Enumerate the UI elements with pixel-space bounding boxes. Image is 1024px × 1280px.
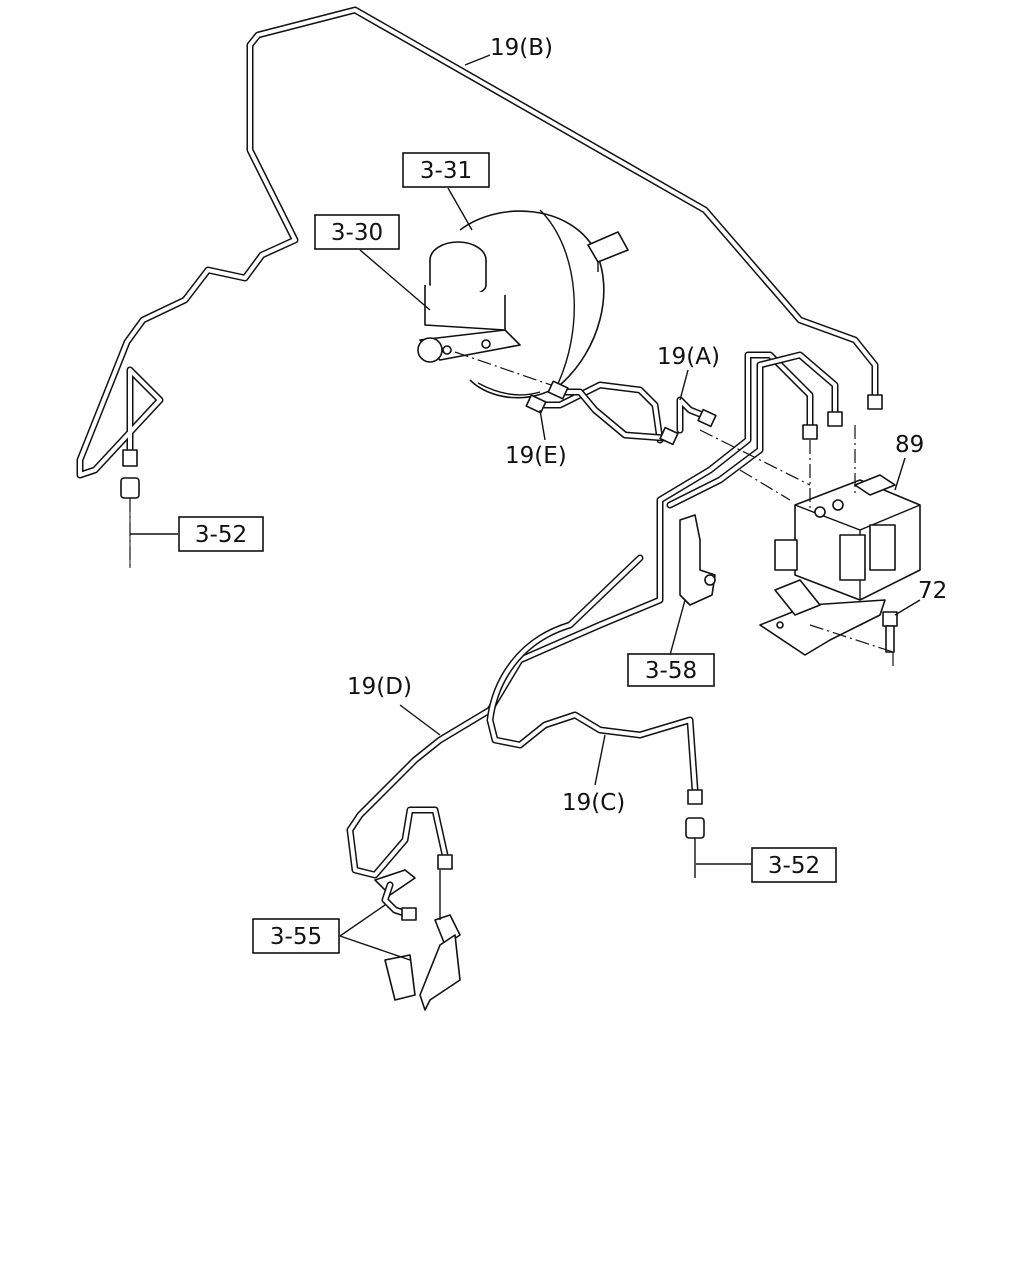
pipe-19c	[486, 554, 705, 878]
svg-text:3-30: 3-30	[331, 220, 383, 246]
abs-hydraulic-unit	[774, 474, 921, 601]
left-hose-fitting	[120, 449, 140, 568]
label-19b: 19(B)	[490, 35, 553, 61]
callout-3-30: 3-30	[314, 214, 400, 250]
svg-text:3-52: 3-52	[768, 853, 820, 879]
pipe-19b	[76, 6, 879, 479]
label-19a: 19(A)	[657, 344, 720, 370]
callout-3-31: 3-31	[402, 152, 490, 188]
svg-text:3-58: 3-58	[645, 658, 697, 684]
pipe-19a	[676, 396, 717, 434]
centerlines	[699, 425, 894, 653]
master-cylinder	[417, 241, 581, 396]
label-19c: 19(C)	[562, 790, 625, 816]
label-19e: 19(E)	[505, 443, 567, 469]
bracket-3-55	[374, 869, 461, 1011]
brake-booster	[459, 209, 629, 399]
bolt-72	[882, 611, 898, 668]
pipe-19e	[525, 380, 679, 446]
callout-3-52-right: 3-52	[751, 847, 837, 883]
leader-lines	[130, 54, 921, 961]
callout-3-58: 3-58	[627, 653, 715, 687]
svg-text:3-55: 3-55	[270, 924, 322, 950]
label-72: 72	[918, 578, 947, 604]
svg-text:3-52: 3-52	[195, 522, 247, 548]
svg-text:3-31: 3-31	[420, 158, 472, 184]
abs-bracket	[759, 579, 886, 656]
pipe-clip-3-58	[679, 514, 716, 606]
label-19d: 19(D)	[347, 674, 412, 700]
label-89: 89	[895, 432, 924, 458]
callout-3-55: 3-55	[252, 918, 340, 954]
callout-3-52-left: 3-52	[178, 516, 264, 552]
